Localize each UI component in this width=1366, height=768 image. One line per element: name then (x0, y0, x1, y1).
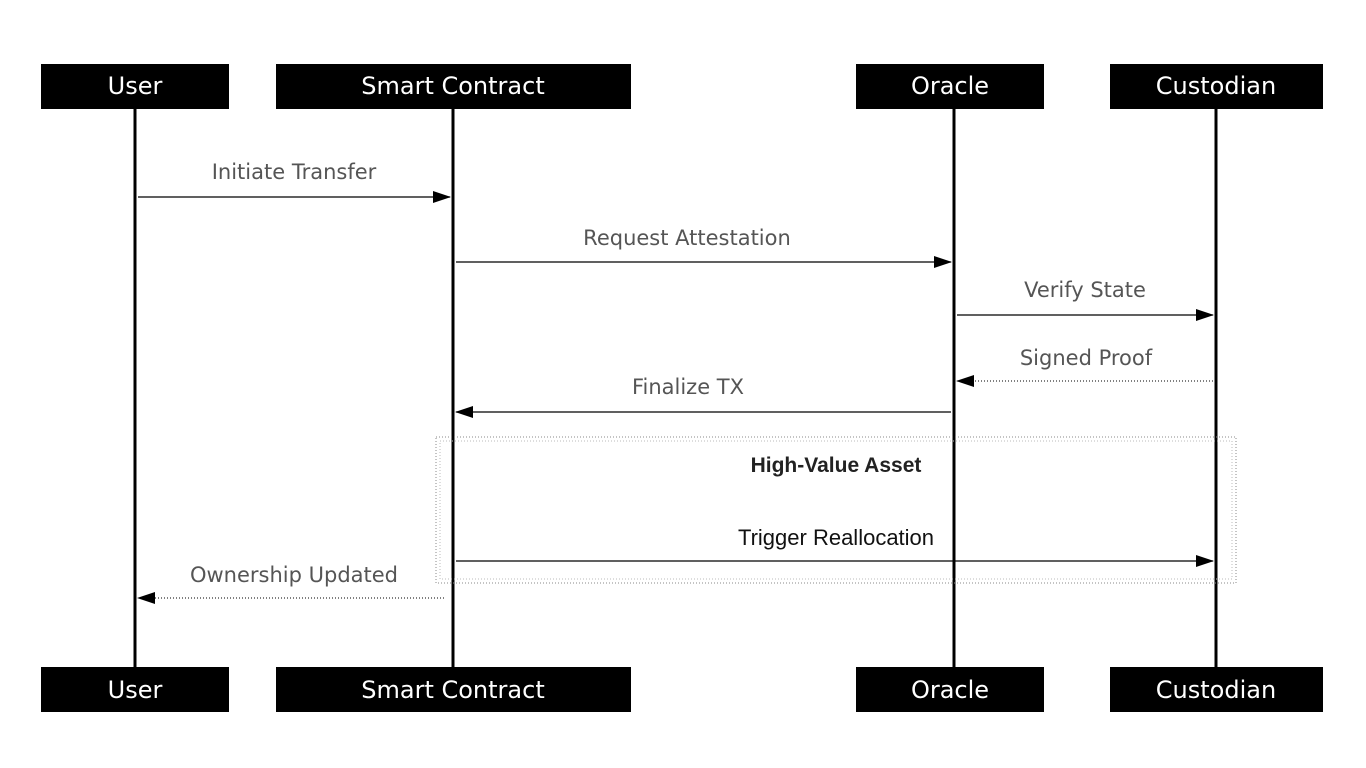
frame-inner-border (439, 440, 1233, 580)
participant-custodian-top: Custodian (1110, 64, 1323, 109)
participant-label: Custodian (1156, 676, 1276, 704)
participant-user-top: User (41, 64, 229, 109)
participant-smart-contract-bottom: Smart Contract (276, 667, 631, 712)
frame-label: High-Value Asset (751, 454, 922, 477)
participant-label: User (108, 72, 163, 100)
message-initiate-transfer: Initiate Transfer (138, 160, 451, 203)
message-label: Verify State (1024, 278, 1146, 302)
participant-label: Oracle (911, 676, 989, 704)
participant-box (41, 667, 229, 712)
participant-oracle-bottom: Oracle (856, 667, 1044, 712)
participant-oracle-top: Oracle (856, 64, 1044, 109)
frame-high-value-asset: High-Value Asset (435, 436, 1237, 584)
message-finalize-tx: Finalize TX (455, 375, 951, 418)
frame-outer-border (435, 436, 1237, 584)
participant-user-bottom: User (41, 667, 229, 712)
message-label: Trigger Reallocation (738, 525, 934, 550)
message-verify-state: Verify State (957, 278, 1214, 321)
message-trigger-reallocation: Trigger Reallocation (456, 525, 1214, 567)
participant-custodian-bottom: Custodian (1110, 667, 1323, 712)
participant-box (41, 64, 229, 109)
participant-label: Custodian (1156, 72, 1276, 100)
participant-label: Smart Contract (361, 676, 544, 704)
participant-box (856, 667, 1044, 712)
participant-box (1110, 64, 1323, 109)
participant-box (276, 667, 631, 712)
participant-box (276, 64, 631, 109)
message-request-attestation: Request Attestation (456, 226, 952, 268)
participant-label: User (108, 676, 163, 704)
participant-label: Smart Contract (361, 72, 544, 100)
participant-label: Oracle (911, 72, 989, 100)
message-label: Ownership Updated (190, 563, 398, 587)
message-label: Finalize TX (632, 375, 744, 399)
message-label: Initiate Transfer (212, 160, 377, 184)
message-signed-proof: Signed Proof (956, 346, 1213, 387)
message-label: Request Attestation (583, 226, 791, 250)
participant-smart-contract-top: Smart Contract (276, 64, 631, 109)
message-label: Signed Proof (1020, 346, 1153, 370)
participant-box (856, 64, 1044, 109)
message-ownership-updated: Ownership Updated (137, 563, 444, 604)
participant-box (1110, 667, 1323, 712)
